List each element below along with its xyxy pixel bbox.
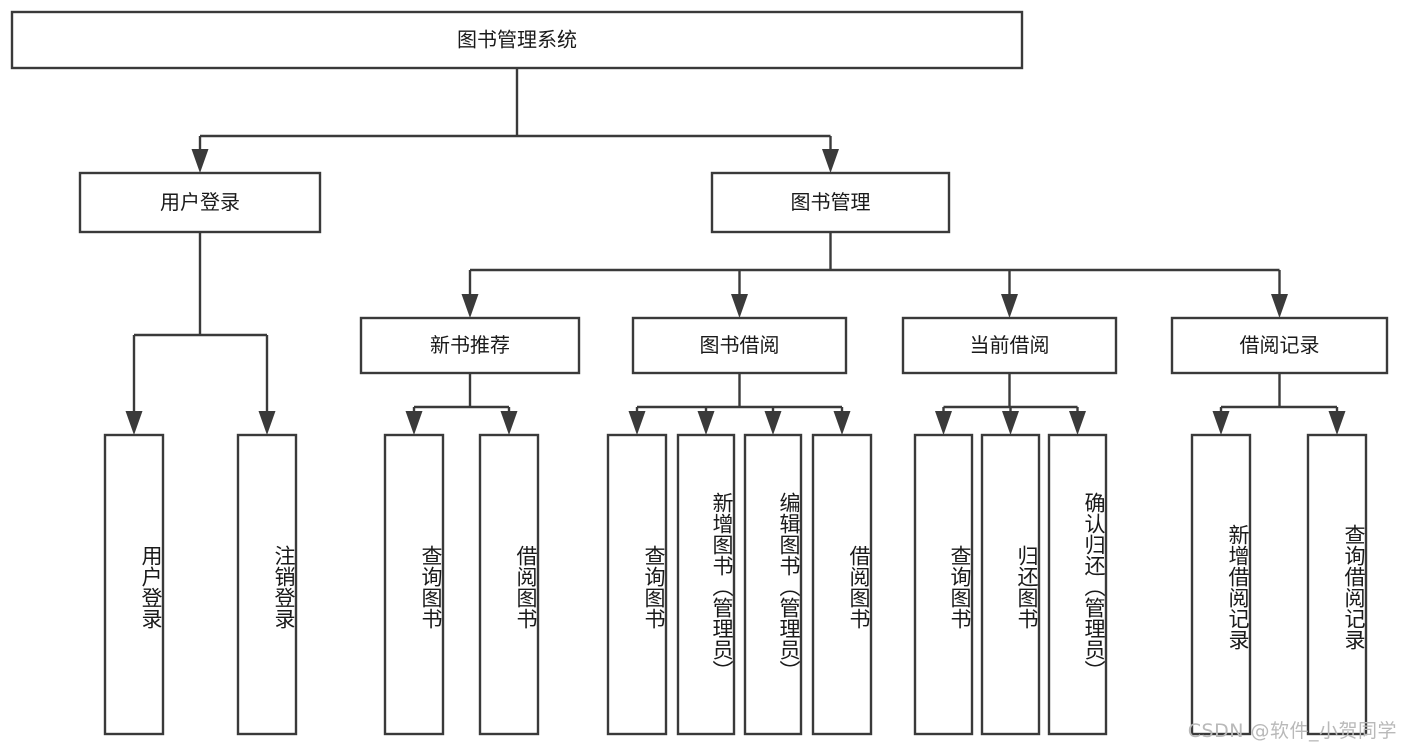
arrow-head-icon-leaf-query-book-3 — [935, 411, 952, 435]
label-current-borrow: 当前借阅 — [970, 333, 1050, 357]
label-root: 图书管理系统 — [457, 28, 577, 52]
arrow-head-icon-leaf-query-book-2 — [628, 411, 646, 435]
arrow-head-icon-new-book-recommend — [461, 294, 479, 318]
node-book-borrow[interactable] — [631, 316, 848, 375]
node-borrow-record[interactable] — [1170, 316, 1389, 375]
arrow-head-icon-leaf-user-logout — [258, 411, 276, 435]
node-leaf-confirm-return[interactable] — [1047, 433, 1108, 736]
node-root[interactable] — [10, 10, 1024, 70]
node-leaf-query-book-2[interactable] — [606, 433, 668, 736]
node-leaf-add-record[interactable] — [1190, 433, 1252, 736]
arrow-head-icon-current-borrow — [1001, 294, 1018, 318]
arrow-head-icon-book-manage — [822, 149, 839, 173]
node-leaf-query-book-1[interactable] — [383, 433, 445, 736]
arrow-head-icon-leaf-edit-book — [764, 411, 782, 435]
arrow-head-icon-leaf-confirm-return — [1069, 411, 1086, 435]
arrow-head-icon-leaf-add-record — [1212, 411, 1230, 435]
csdn-watermark: CSDN @软件_小贺同学 — [1187, 720, 1397, 742]
arrow-head-icon-leaf-query-record — [1328, 411, 1346, 435]
label-book-borrow: 图书借阅 — [700, 333, 780, 357]
node-leaf-user-login[interactable] — [103, 433, 165, 736]
label-user-login: 用户登录 — [160, 190, 240, 214]
arrow-head-icon-leaf-borrow-book-2 — [833, 411, 851, 435]
node-leaf-return-book[interactable] — [980, 433, 1041, 736]
arrow-head-icon-user-login — [191, 149, 209, 173]
arrow-head-icon-leaf-add-book — [697, 411, 715, 435]
arrow-head-icon-leaf-user-login — [125, 411, 143, 435]
node-leaf-user-logout[interactable] — [236, 433, 298, 736]
node-user-login[interactable] — [78, 171, 322, 234]
arrow-head-icon-leaf-query-book-1 — [405, 411, 423, 435]
label-new-book-recommend: 新书推荐 — [430, 333, 510, 357]
label-borrow-record: 借阅记录 — [1240, 333, 1320, 357]
node-book-manage[interactable] — [710, 171, 951, 234]
arrow-head-icon-book-borrow — [731, 294, 748, 318]
node-leaf-edit-book[interactable] — [743, 433, 803, 736]
node-current-borrow[interactable] — [901, 316, 1118, 375]
node-leaf-borrow-book-2[interactable] — [811, 433, 873, 736]
arrow-head-icon-borrow-record — [1271, 294, 1288, 318]
node-leaf-add-book[interactable] — [676, 433, 736, 736]
arrow-head-icon-leaf-return-book — [1002, 411, 1019, 435]
arrow-head-icon-leaf-borrow-book-1 — [500, 411, 518, 435]
node-new-book-recommend[interactable] — [359, 316, 581, 375]
node-leaf-query-book-3[interactable] — [913, 433, 974, 736]
node-leaf-query-record[interactable] — [1306, 433, 1368, 736]
node-leaf-borrow-book-1[interactable] — [478, 433, 540, 736]
label-book-manage: 图书管理 — [791, 190, 871, 214]
